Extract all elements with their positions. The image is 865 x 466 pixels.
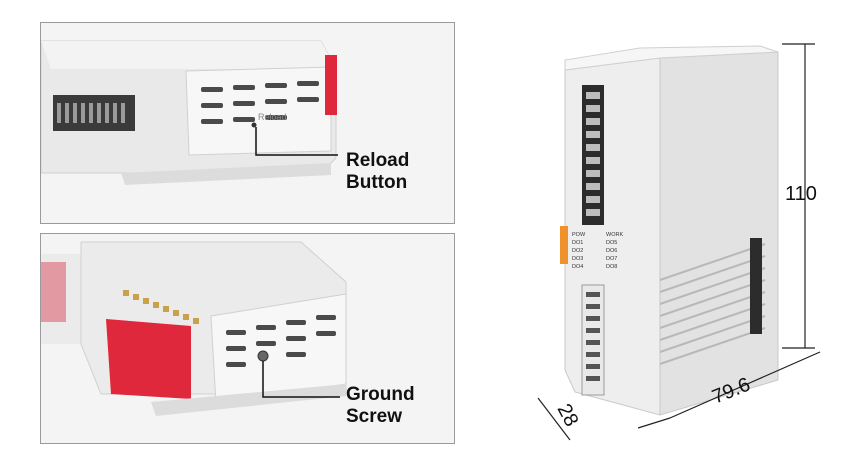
led-label-do4: DO4 xyxy=(572,264,583,270)
led-label-do3: DO3 xyxy=(572,256,583,262)
reload-callout-line2: Button xyxy=(346,172,408,193)
io-module-dimension-drawing: POW DO1 DO2 DO3 DO4 WORK DO5 DO6 DO7 DO8 xyxy=(537,43,821,441)
led-label-do5: DO5 xyxy=(606,240,617,246)
led-label-do6: DO6 xyxy=(606,248,617,254)
ground-leader-line xyxy=(262,361,340,398)
reload-callout-line1: Reload xyxy=(346,150,410,171)
dimension-lines xyxy=(537,43,821,441)
reload-button-detail-panel: Reload Reload Button xyxy=(40,22,455,224)
device-reload-label: Reload xyxy=(258,112,287,122)
red-latch xyxy=(325,55,337,115)
ground-screw-detail-panel: Ground Screw xyxy=(40,233,455,444)
front-red-latch xyxy=(106,319,191,399)
ground-screw-closeup-illustration xyxy=(41,234,454,443)
ground-screw-callout: Ground Screw xyxy=(346,384,415,428)
bus-connector-pins xyxy=(123,290,199,324)
ground-callout-line1: Ground xyxy=(346,384,415,405)
led-label-work: WORK xyxy=(606,232,623,238)
vent-slots xyxy=(201,81,319,124)
led-label-do2: DO2 xyxy=(572,248,583,254)
led-label-do7: DO7 xyxy=(606,256,617,262)
module-side-face xyxy=(659,51,779,416)
side-bus-connector xyxy=(750,238,762,334)
reload-button xyxy=(251,122,257,128)
led-label-pow: POW xyxy=(572,232,586,238)
ground-callout-line2: Screw xyxy=(346,406,402,427)
reload-closeup-illustration: Reload xyxy=(41,23,454,223)
led-label-do1: DO1 xyxy=(572,240,583,246)
height-dimension: 110 xyxy=(785,183,817,205)
reload-leader-line xyxy=(255,127,338,156)
led-label-do8: DO8 xyxy=(606,264,617,270)
reload-button-callout: Reload Button xyxy=(346,150,409,194)
ground-screw xyxy=(257,350,269,362)
vent-slots-bottom xyxy=(226,315,336,367)
orange-status-tab xyxy=(560,226,568,264)
